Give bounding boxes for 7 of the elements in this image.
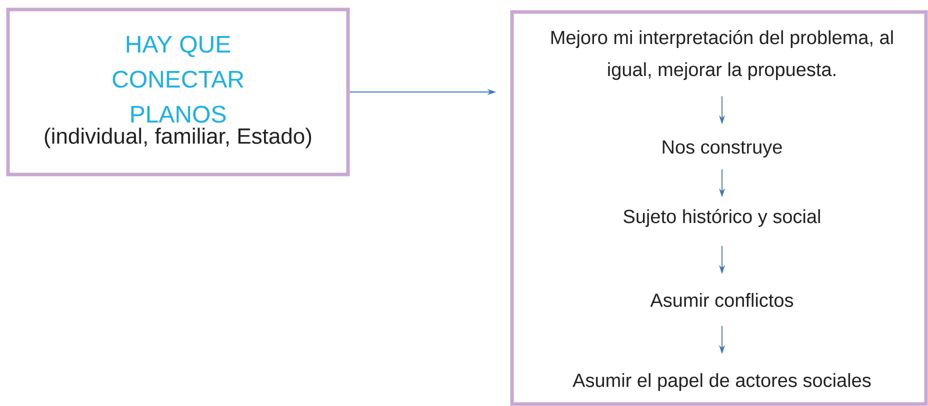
text-box: HAY QUE CONECTAR PLANOS (individual, familiar, Estado) — [6, 8, 350, 176]
step-text: Sujeto histórico y social — [624, 209, 820, 227]
step-text: Nos construye — [662, 140, 782, 158]
step-text: Mejoro mi interpretación del problema, al igual, mejorar la propuesta. — [551, 30, 893, 80]
step-text: Asumir el papel de actores sociales — [572, 373, 871, 391]
step-text: Asumir conflictos — [650, 293, 794, 307]
outline-box — [510, 10, 928, 406]
